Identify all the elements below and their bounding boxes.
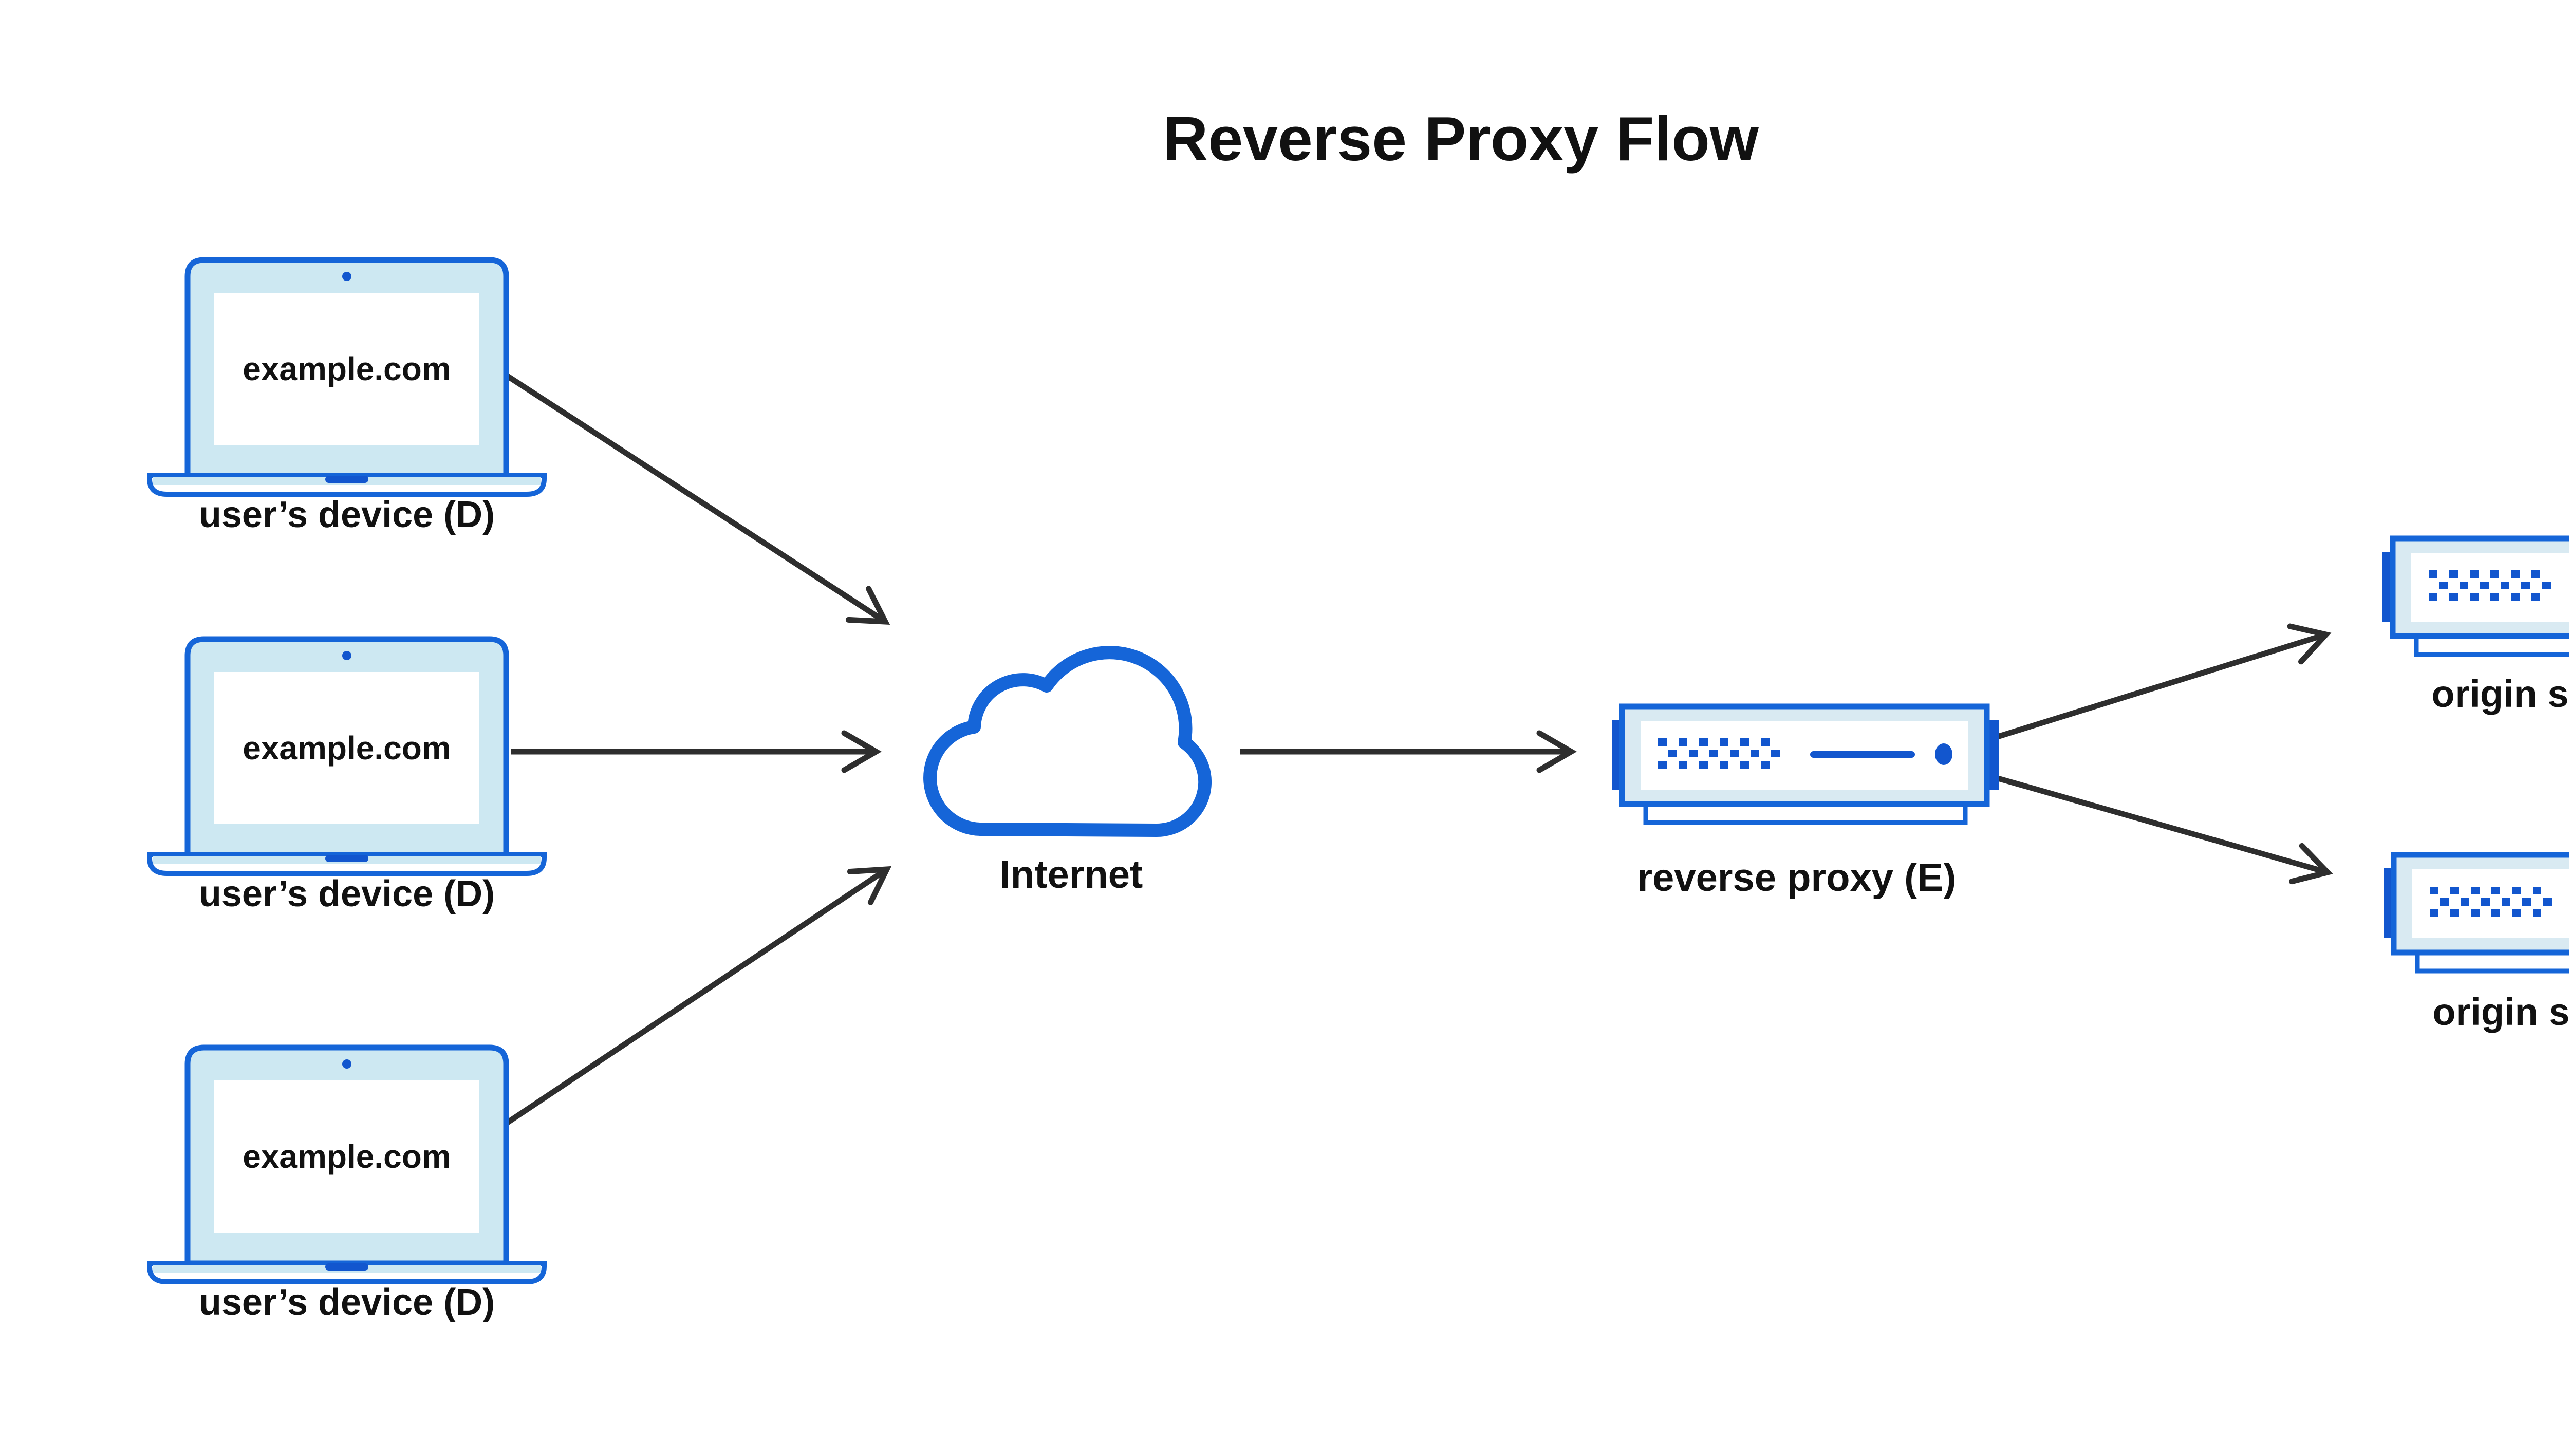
device-1-screen-text: example.com <box>243 350 451 387</box>
device-3-screen-text: example.com <box>243 1138 451 1175</box>
origin-server-2-label: origin server (F) <box>2432 991 2569 1033</box>
server-icon <box>2382 538 2569 655</box>
server-icon <box>2384 855 2569 971</box>
reverse-proxy-label: reverse proxy (E) <box>1637 856 1957 900</box>
device-2-screen-text: example.com <box>243 730 451 767</box>
internet-node: Internet <box>930 652 1205 897</box>
arrow-device1-to-internet <box>502 371 890 625</box>
device-1-label: user’s device (D) <box>199 494 495 535</box>
reverse-proxy-node: reverse proxy (E) <box>1612 706 1999 900</box>
user-device-3-node: example.com user’s device (D) <box>150 1048 544 1323</box>
page-title: Reverse Proxy Flow <box>1163 104 1759 174</box>
origin-server-1-label: origin server (F) <box>2431 673 2569 715</box>
device-2-label: user’s device (D) <box>199 873 495 914</box>
user-device-1-node: example.com user’s device (D) <box>150 260 544 535</box>
server-icon <box>1612 706 1999 823</box>
arrow-proxy-to-origin2 <box>1991 774 2333 885</box>
user-device-2-node: example.com user’s device (D) <box>150 639 544 914</box>
origin-server-2-node: origin server (F) <box>2384 855 2569 1033</box>
cloud-icon <box>930 652 1205 830</box>
internet-label: Internet <box>1000 853 1143 897</box>
arrow-proxy-to-origin1 <box>1991 623 2332 741</box>
origin-server-1-node: origin server (F) <box>2382 538 2569 715</box>
arrow-device3-to-internet <box>503 866 892 1127</box>
device-3-label: user’s device (D) <box>199 1282 495 1323</box>
